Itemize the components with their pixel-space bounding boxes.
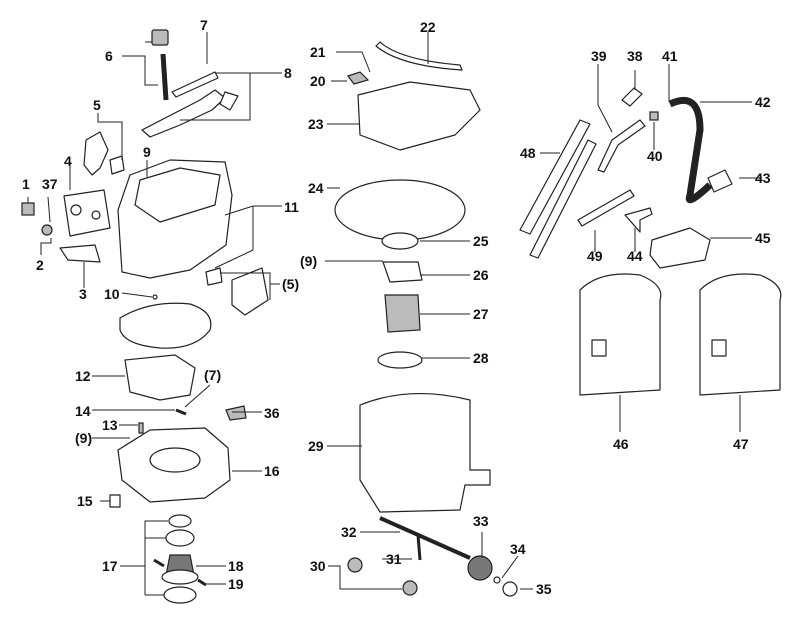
part-20-catch: [347, 71, 370, 85]
part-17-motor-assembly: [153, 514, 207, 604]
callout-12: 12: [75, 368, 91, 384]
callout-3: 3: [79, 286, 87, 302]
part-44-upholstery-nozzle: [624, 207, 653, 233]
part-46-filter-bag: [579, 273, 662, 396]
callout-10: 10: [104, 286, 120, 302]
part-47-filter-bag: [699, 273, 782, 396]
callout-18: 18: [228, 558, 244, 574]
callout-33: 33: [473, 513, 489, 529]
callout-28: 28: [473, 350, 489, 366]
callout-40: 40: [647, 148, 663, 164]
callout-9-ref-left: (9): [75, 430, 93, 446]
callout-31: 31: [386, 551, 402, 567]
part-5-latch: [83, 131, 125, 176]
part-24-gasket: [334, 179, 466, 241]
callout-24: 24: [308, 180, 324, 196]
callout-13: 13: [102, 417, 118, 433]
part-3-circuit-board: [59, 244, 101, 263]
part-22-seal-strip: [375, 41, 463, 71]
part-26-filter-holder: [382, 261, 423, 283]
part-34-washer: [493, 576, 501, 584]
callout-16: 16: [264, 463, 280, 479]
part-30-caster: [347, 557, 363, 573]
part-37-knob: [41, 224, 53, 236]
callout-32: 32: [341, 524, 357, 540]
callout-11: 11: [284, 199, 299, 215]
part-48-extension-tube: [519, 119, 591, 235]
callout-41: 41: [662, 48, 678, 64]
callout-7-ref: (7): [204, 367, 222, 383]
callout-8: 8: [284, 65, 292, 81]
part-1-switch: [21, 202, 35, 216]
callout-15: 15: [77, 493, 93, 509]
part-40-sleeve: [649, 111, 659, 121]
part-10-plug: [152, 294, 158, 300]
part-14-pin: [175, 408, 187, 416]
part-31-screw: [416, 534, 422, 561]
callout-49: 49: [587, 248, 603, 264]
callout-25: 25: [473, 233, 489, 249]
callout-21: 21: [310, 44, 326, 60]
filter-pad: [119, 302, 212, 349]
callout-14: 14: [75, 403, 91, 419]
callout-5: 5: [93, 97, 101, 113]
callout-39: 39: [591, 48, 607, 64]
callout-48: 48: [520, 145, 536, 161]
part-29-tank: [359, 392, 491, 513]
part-11-motor-housing: [117, 159, 269, 316]
part-15-clip: [109, 494, 121, 508]
callout-2: 2: [36, 257, 44, 273]
callout-1: 1: [22, 176, 30, 192]
part-32-axle: [379, 516, 471, 560]
part-35-hub-cap: [502, 581, 518, 597]
callout-47: 47: [733, 436, 749, 452]
callout-44: 44: [627, 248, 643, 264]
callout-7: 7: [200, 17, 208, 33]
part-45-floor-nozzle: [649, 227, 711, 269]
callout-19: 19: [228, 576, 244, 592]
callout-5-ref: (5): [282, 276, 300, 292]
part-49-crevice-tool: [577, 189, 635, 227]
part-36-cord-relief: [225, 405, 247, 421]
callout-9: 9: [143, 144, 151, 160]
callout-4: 4: [64, 153, 72, 169]
callout-6: 6: [105, 48, 113, 64]
part-43-hose-cuff: [707, 169, 733, 193]
callout-43: 43: [755, 170, 771, 186]
callout-45: 45: [755, 230, 771, 246]
callout-35: 35: [536, 581, 552, 597]
part-33-wheel: [467, 555, 493, 581]
part-8-carry-handle: [141, 71, 239, 138]
callout-27: 27: [473, 306, 489, 322]
part-42-hose: [668, 96, 713, 204]
callout-22: 22: [420, 19, 436, 35]
part-4-control-panel: [63, 189, 111, 237]
callout-36: 36: [264, 405, 280, 421]
part-39-elbow-tube: [597, 119, 646, 173]
part-25-o-ring: [381, 232, 419, 250]
callout-46: 46: [613, 436, 629, 452]
part-12-duct: [124, 354, 196, 401]
callout-34: 34: [510, 541, 526, 557]
callout-37: 37: [42, 176, 58, 192]
callout-23: 23: [308, 116, 324, 132]
callout-26: 26: [473, 267, 489, 283]
part-23-lid-ring: [357, 81, 481, 151]
leader-lines: [27, 32, 762, 596]
part-27-filter-cartridge: [384, 294, 421, 333]
callout-30: 30: [310, 558, 326, 574]
callout-42: 42: [755, 94, 771, 110]
part-13-spring: [138, 422, 144, 434]
callout-38: 38: [627, 48, 643, 64]
part-28-filter-cage: [377, 351, 423, 369]
callout-29: 29: [308, 438, 324, 454]
callout-9-ref-center: (9): [300, 253, 318, 269]
part-38-adapter: [621, 87, 643, 107]
callout-17: 17: [102, 558, 118, 574]
part-6-handle-rod: [151, 29, 169, 101]
callout-20: 20: [310, 73, 326, 89]
